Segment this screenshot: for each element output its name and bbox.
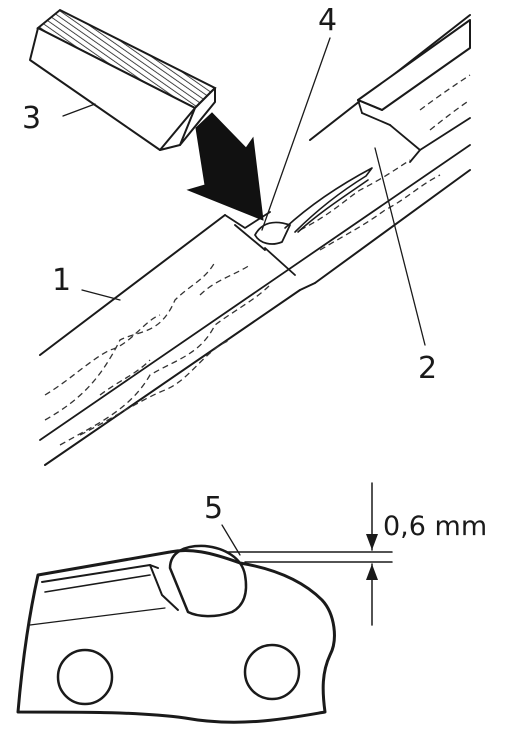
- flat-file: [29, 8, 217, 151]
- measurement-label: 0,6 mm: [383, 511, 487, 542]
- top-figure: 3 4 1 2: [22, 3, 471, 466]
- depth-gauge-lobe: [168, 544, 248, 618]
- bottom-figure: 5 0,6 mm: [16, 482, 487, 724]
- direction-arrow-icon: [186, 112, 264, 221]
- callout-label-4: 4: [318, 3, 337, 38]
- rivet-hole-right: [243, 643, 301, 701]
- callout-label-3: 3: [22, 101, 41, 136]
- callout-label-5: 5: [204, 491, 223, 526]
- cutter-link-outline: [16, 549, 336, 724]
- chain-links: [44, 74, 471, 446]
- filing-gauge: [357, 19, 471, 163]
- cutter-depth-gauge: [224, 167, 373, 276]
- dimension-arrows: [366, 482, 378, 626]
- leader-lines: [62, 37, 426, 346]
- guide-bar: [39, 14, 471, 466]
- callout-label-1: 1: [52, 263, 71, 298]
- callout-label-2: 2: [418, 351, 437, 386]
- rivet-hole-left: [56, 648, 114, 706]
